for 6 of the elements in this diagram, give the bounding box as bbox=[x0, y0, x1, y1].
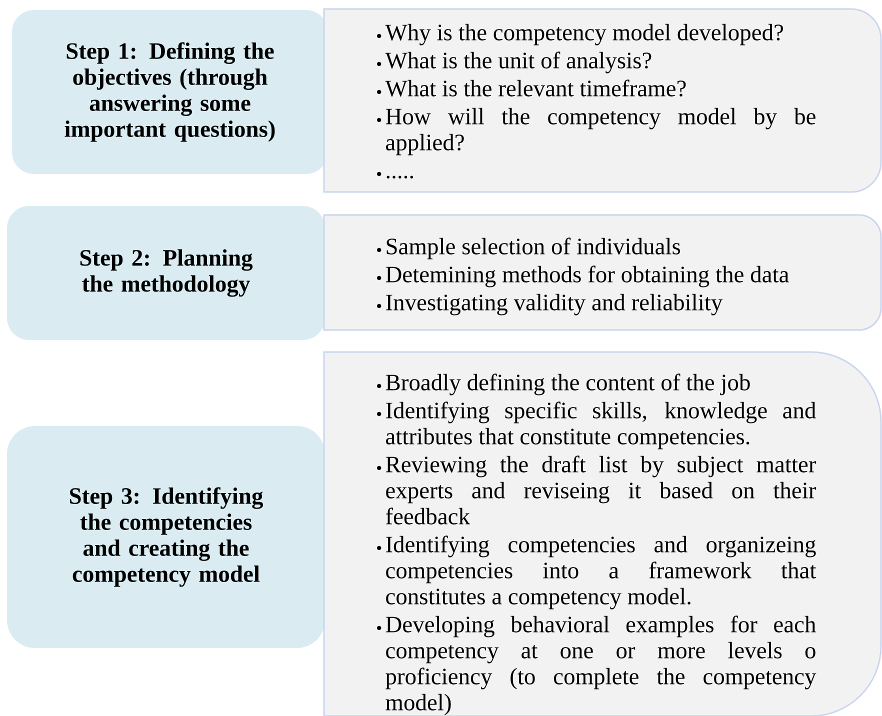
list-box: Why is the competency model developed? What is the unit of analysis? What is the relevant timeframe? How will the competency model by be applied? ..... bbox=[323, 8, 882, 193]
step-box: Step 2: Planning the methodology bbox=[7, 206, 325, 340]
list-box: Sample selection of individuals Detemining methods for obtaining the data Investigating validity and reliability bbox=[323, 214, 882, 331]
step-box: Step 1: Defining the objectives (through answering some important questions) bbox=[12, 10, 328, 174]
list-box: Broadly defining the content of the job Identifying specific skills, knowledge and attributes that constitute competencies. Reviewing the draft list by subject matter experts and reviseing it based on their feedback Identifying competencies and organizeing competencies into a framework that constitutes a competency model. Developing behavioral examples for each competency at one or more levels o proficiency (to complete the competency model) bbox=[323, 351, 882, 716]
step-box: Step 3: Identifying the competencies and creating the competency model bbox=[7, 426, 325, 648]
